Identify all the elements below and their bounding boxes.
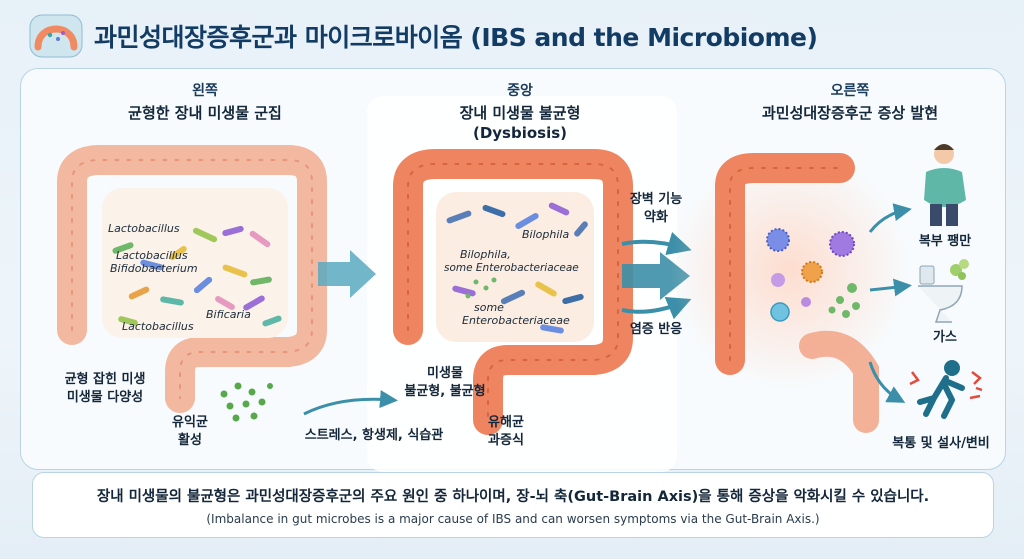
toilet-gas-icon [918,259,969,323]
left-heading: 균형한 장내 미생물 군집 [128,104,282,122]
probiotic-label-line2: 활성 [178,433,202,448]
center-heading: 장내 미생물 불균형 [459,104,581,122]
probiotic-label-line1: 유익균 [172,415,208,430]
bacteria-label: Lactobacillus [116,249,188,262]
bacteria-label: Enterobacteriaceae [462,314,570,327]
stress-label: 스트레스, 항생제, 식습관 [304,428,444,443]
symptom-pain: 복통 및 설사/변비 [892,436,990,451]
bacteria-label: some Enterobacteriaceae [444,262,579,274]
healthy-intestine [57,145,327,413]
harmful-label-line1: 유해균 [488,415,524,430]
immune-cells [766,228,860,322]
inflammation-label: 염증 반응 [629,322,683,337]
bacteria-label: Bilophila [522,228,570,241]
left-position-label: 왼쪽 [192,83,218,99]
stress-arrow [303,390,398,416]
bloated-person-icon [924,144,966,226]
harmful-label-line2: 과증식 [488,433,524,448]
right-heading: 과민성대장증후군 증상 발현 [761,104,939,122]
healthy-bacteria [112,225,282,327]
symptomatic-intestine [715,153,879,433]
bacteria-label: Bilophila, [460,248,511,261]
imbalance-label-line2: 불균형, 불균형 [404,384,486,399]
page-title: 과민성대장증후군과 마이크로바이옴 (IBS and the Microbiom… [94,23,818,52]
footer-box: 장내 미생물의 불균형은 과민성대장증후군의 주요 원인 중 하나이며, 장-뇌… [32,472,994,538]
inflamed-intestine [393,149,633,435]
imbalance-label-line1: 미생물 [427,366,463,381]
bacteria-label: Bificaria [206,308,251,321]
arrow-right-icon [318,250,376,298]
balance-label-line1: 균형 잡힌 미생 [64,372,146,387]
title-bar: 과민성대장증후군과 마이크로바이옴 (IBS and the Microbiom… [28,10,818,62]
bacteria-label: Lactobacillus [122,320,194,333]
balance-label-line2: 미생물 다양성 [66,390,144,405]
bacteria-label: Lactobacillus [108,222,180,235]
right-position-label: 오른쪽 [830,83,870,99]
dysbiosis-bacteria [446,202,588,334]
center-subheading: (Dysbiosis) [472,124,568,142]
barrier-label-line2: 약화 [644,210,668,225]
running-pain-icon [909,360,983,419]
center-position-label: 중앙 [507,83,533,99]
bacteria-label: some [474,301,504,314]
footer-korean: 장내 미생물의 불균형은 과민성대장증후군의 주요 원인 중 하나이며, 장-뇌… [96,489,930,505]
footer-english: (Imbalance in gut microbes is a major ca… [206,512,820,526]
bacteria-label: Bifidobacterium [110,262,198,275]
symptom-bloating: 복부 팽만 [918,234,972,249]
symptom-gas: 가스 [933,330,957,345]
probiotic-dots-icon [220,382,273,422]
barrier-label-line1: 장벽 기능 [629,192,683,207]
intestine-logo-icon [29,14,83,58]
